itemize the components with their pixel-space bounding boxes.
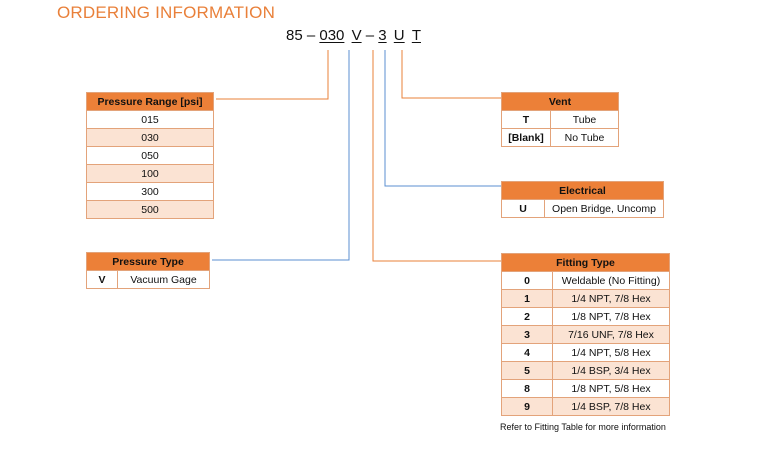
vent-label: No Tube — [550, 128, 619, 147]
connector-vent — [401, 50, 501, 99]
fitting-code: 3 — [501, 325, 553, 344]
vent-table: Vent T Tube [Blank] No Tube — [501, 92, 619, 147]
fitting-type-table: Fitting Type 0 Weldable (No Fitting) 1 1… — [501, 253, 670, 416]
part-range-code: 030 — [319, 27, 345, 44]
pressure-range-value: 030 — [86, 128, 214, 147]
part-number: 85 – 030 V – 3 U T — [286, 27, 421, 44]
part-type-code: V — [351, 27, 362, 44]
pressure-range-header: Pressure Range [psi] — [86, 92, 214, 111]
fitting-code: 9 — [501, 397, 553, 416]
part-electrical-code: U — [393, 27, 405, 44]
pressure-type-code: V — [86, 270, 118, 289]
electrical-header: Electrical — [501, 181, 664, 200]
pressure-range-value: 500 — [86, 200, 214, 219]
pressure-range-table: Pressure Range [psi] 015 030 050 100 300… — [86, 92, 214, 219]
connector-pressure-type — [212, 50, 350, 261]
fitting-type-header: Fitting Type — [501, 253, 670, 272]
part-prefix: 85 – — [286, 27, 316, 44]
part-fitting-code: 3 — [378, 27, 387, 44]
vent-label: Tube — [550, 110, 619, 129]
pressure-type-table: Pressure Type V Vacuum Gage — [86, 252, 210, 289]
fitting-code: 2 — [501, 307, 553, 326]
fitting-label: 1/8 NPT, 7/8 Hex — [552, 307, 670, 326]
fitting-label: 1/4 NPT, 7/8 Hex — [552, 289, 670, 308]
part-dash: – — [365, 27, 375, 44]
fitting-label: Weldable (No Fitting) — [552, 271, 670, 290]
electrical-code: U — [501, 199, 545, 218]
pressure-range-value: 015 — [86, 110, 214, 129]
vent-code: T — [501, 110, 551, 129]
fitting-note: Refer to Fitting Table for more informat… — [500, 422, 666, 432]
fitting-label: 1/8 NPT, 5/8 Hex — [552, 379, 670, 398]
pressure-range-value: 050 — [86, 146, 214, 165]
connector-electrical — [384, 50, 501, 187]
electrical-label: Open Bridge, Uncomp — [544, 199, 664, 218]
vent-header: Vent — [501, 92, 619, 111]
pressure-range-value: 100 — [86, 164, 214, 183]
pressure-type-header: Pressure Type — [86, 252, 210, 271]
part-vent-code: T — [411, 27, 421, 44]
page-title: ORDERING INFORMATION — [57, 3, 276, 22]
connector-fitting-type — [372, 50, 501, 262]
fitting-label: 1/4 NPT, 5/8 Hex — [552, 343, 670, 362]
fitting-code: 4 — [501, 343, 553, 362]
fitting-label: 1/4 BSP, 7/8 Hex — [552, 397, 670, 416]
fitting-code: 5 — [501, 361, 553, 380]
electrical-table: Electrical U Open Bridge, Uncomp — [501, 181, 664, 218]
fitting-label: 1/4 BSP, 3/4 Hex — [552, 361, 670, 380]
connector-pressure-range — [216, 50, 329, 100]
pressure-range-value: 300 — [86, 182, 214, 201]
pressure-type-label: Vacuum Gage — [117, 270, 210, 289]
fitting-code: 8 — [501, 379, 553, 398]
fitting-label: 7/16 UNF, 7/8 Hex — [552, 325, 670, 344]
fitting-code: 1 — [501, 289, 553, 308]
vent-code: [Blank] — [501, 128, 551, 147]
fitting-code: 0 — [501, 271, 553, 290]
